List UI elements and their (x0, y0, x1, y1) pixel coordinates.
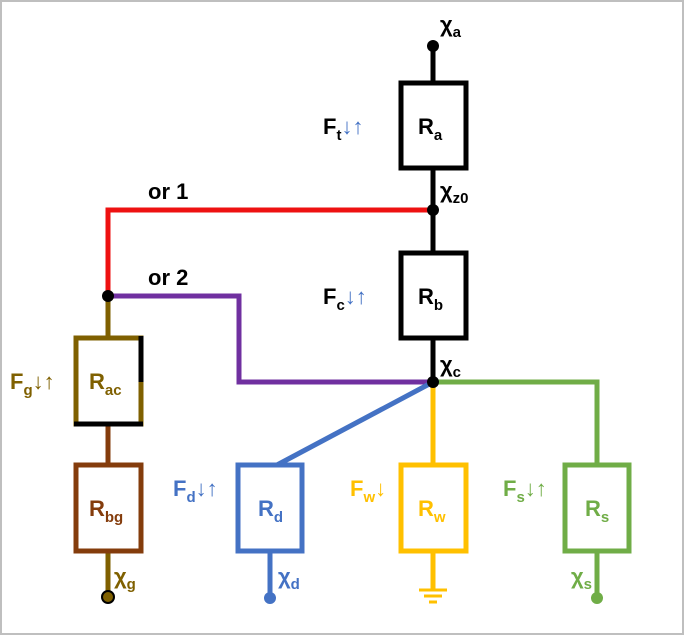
label-fg: Fg↓↑ (10, 369, 55, 399)
label-ft: Ft↓↑ (323, 114, 363, 144)
label-rb: Rb (418, 284, 443, 314)
label-xz0: χz0 (440, 178, 469, 207)
label-rbg: Rbg (89, 496, 123, 526)
label-xc: χc (440, 352, 461, 381)
node-xa-dot (427, 40, 439, 52)
label-fc: Fc↓↑ (323, 284, 367, 314)
resistor-rd-box (235, 462, 305, 554)
label-xg: χg (114, 564, 136, 593)
ground-symbol (419, 588, 447, 604)
label-or2: or 2 (148, 265, 188, 290)
node-xz0-dot (427, 204, 439, 216)
resistor-ra-box (398, 80, 469, 171)
label-ra: Ra (418, 114, 443, 144)
wire-xc-rd (275, 379, 435, 468)
label-fw: Fw↓ (350, 476, 386, 506)
node-xd-dot (264, 592, 276, 604)
resistor-rw-box (398, 462, 469, 554)
node-xg-dot (101, 590, 115, 604)
wire-xc-rs (433, 379, 600, 465)
label-xd: χd (278, 564, 300, 593)
node-branch-dot (102, 290, 114, 302)
label-rs: Rs (585, 496, 609, 526)
label-fs: Fs↓↑ (503, 476, 547, 506)
label-rac: Rac (89, 369, 122, 399)
label-or1: or 1 (148, 179, 188, 204)
label-rw: Rw (418, 496, 446, 526)
resistor-rb-box (398, 250, 469, 341)
label-rd: Rd (258, 496, 283, 526)
resistor-rs-box (562, 462, 632, 554)
label-xa: χa (440, 12, 462, 41)
wire-or2-purple (108, 293, 433, 385)
resistor-rbg-box (73, 462, 144, 554)
label-xs: χs (571, 564, 592, 593)
wire-or1-red (105, 207, 433, 296)
label-fd: Fd↓↑ (173, 476, 218, 506)
node-xc-dot (427, 376, 439, 388)
node-xs-dot (591, 592, 603, 604)
resistor-rac-box (73, 335, 144, 427)
